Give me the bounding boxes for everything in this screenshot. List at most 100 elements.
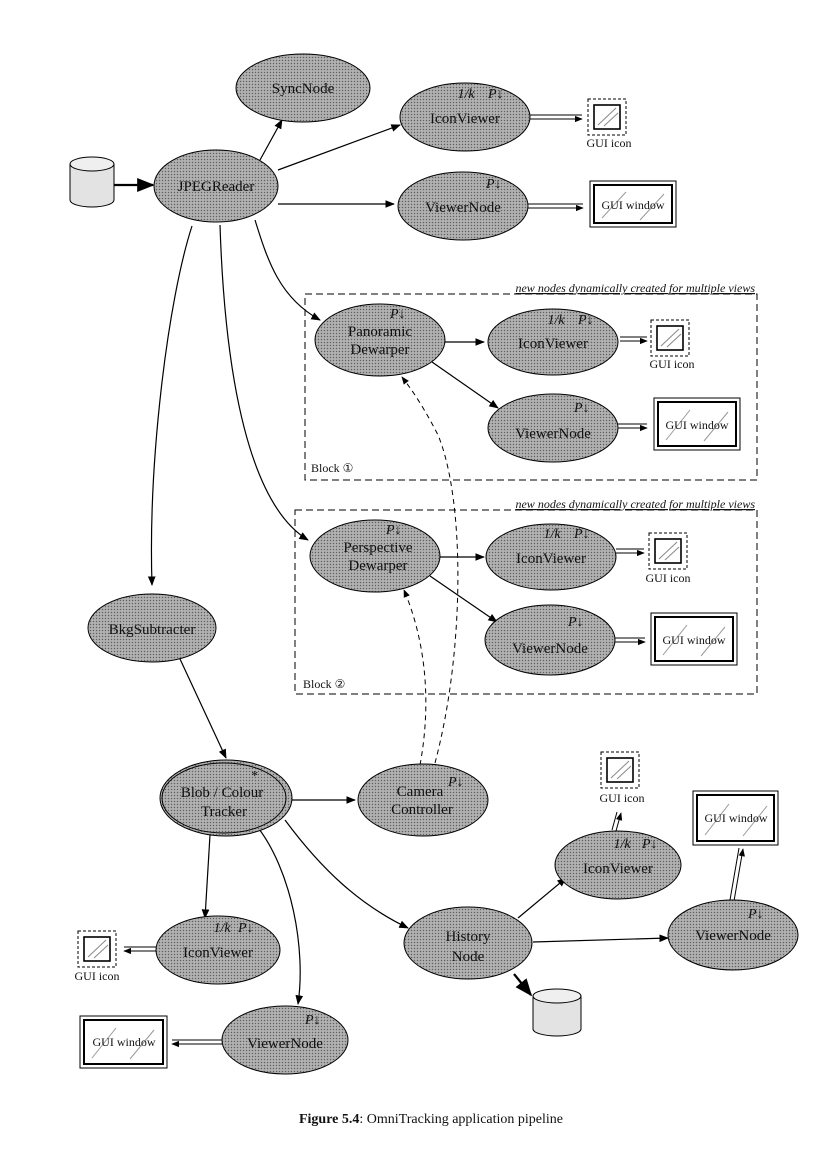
node-iconviewer-blob-label: IconViewer — [183, 945, 253, 961]
node-iconviewer-block2: IconViewer 1/k P↓ — [485, 523, 617, 591]
edge-blob-history — [284, 819, 409, 929]
connectors — [112, 119, 669, 1005]
node-iconviewer-block2-label: IconViewer — [516, 551, 586, 567]
node-perspective-label-2: Dewarper — [348, 558, 407, 574]
edge-jpegreader-syncnode — [259, 119, 283, 161]
database-history-icon — [532, 988, 582, 1037]
gui-window-block1-label: GUI window — [666, 418, 729, 432]
edge-camera-perspective — [403, 589, 427, 766]
node-iconviewer-top-pause: P↓ — [487, 87, 504, 102]
node-camera-pause: P↓ — [447, 775, 464, 790]
node-camera-controller: Camera Controller P↓ — [357, 763, 489, 837]
gui-icon-top: GUI icon — [587, 98, 632, 150]
node-iconviewer-block1-label: IconViewer — [518, 336, 588, 352]
node-iconviewer-blob-pause: P↓ — [237, 921, 254, 936]
node-history-label-1: History — [446, 929, 492, 945]
node-viewernode-blob: ViewerNode P↓ — [221, 1005, 349, 1075]
gui-window-top: GUI window — [589, 180, 677, 228]
node-viewernode-history: ViewerNode P↓ — [667, 899, 799, 971]
node-iconviewer-top-label: IconViewer — [430, 111, 500, 127]
gui-icon-blob: GUI icon — [75, 930, 120, 983]
node-camera-label-1: Camera — [397, 784, 444, 800]
gui-icon-block2-label: GUI icon — [646, 571, 691, 585]
node-history: History Node — [403, 906, 533, 980]
edge-jpegreader-perspective — [219, 224, 309, 541]
node-blob-colour-tracker: Blob / Colour Tracker * — [159, 759, 293, 837]
node-iconviewer-top-rate: 1/k — [457, 87, 475, 102]
node-camera-label-2: Controller — [391, 802, 453, 818]
node-iconviewer-block1-pause: P↓ — [577, 313, 594, 328]
node-panoramic-pause: P↓ — [389, 307, 406, 322]
gui-window-blob-label: GUI window — [93, 1035, 156, 1049]
block-2-title: Block ② — [303, 677, 345, 691]
node-panoramic-dewarper: Panoramic Dewarper P↓ — [314, 303, 446, 377]
node-iconviewer-history-pause: P↓ — [641, 837, 658, 852]
edge-jpegreader-bkgsubtracter — [147, 225, 193, 586]
edge-history-viewernode — [532, 934, 669, 943]
figure-caption-text: : OmniTracking application pipeline — [359, 1112, 563, 1127]
block-2-caption: new nodes dynamically created for multip… — [515, 497, 755, 511]
edge-jpegreader-panoramic — [254, 219, 321, 321]
node-syncnode: SyncNode — [235, 53, 371, 123]
block-1-boundary — [304, 293, 758, 481]
node-jpegreader-label: JPEGReader — [178, 179, 255, 195]
node-iconviewer-block2-rate: 1/k — [543, 527, 561, 542]
node-perspective-label-1: Perspective — [343, 540, 412, 556]
gui-icon-top-label: GUI icon — [587, 136, 632, 150]
node-iconviewer-top: IconViewer 1/k P↓ — [399, 82, 531, 152]
node-iconviewer-blob-rate: 1/k — [213, 921, 231, 936]
edge-panoramic-viewernode — [431, 361, 499, 409]
node-blob-star: * — [251, 769, 258, 784]
node-viewernode-history-pause: P↓ — [747, 907, 764, 922]
gui-icon-block1: GUI icon — [650, 319, 695, 371]
node-viewernode-top-label: ViewerNode — [425, 200, 501, 216]
edge-blob-iconviewer — [201, 834, 211, 919]
database-source-icon — [69, 156, 115, 208]
node-viewernode-block2-label: ViewerNode — [512, 641, 588, 657]
edge-jpegreader-iconviewer — [277, 124, 401, 171]
node-viewernode-block1-label: ViewerNode — [515, 426, 591, 442]
edge-perspective-viewernode — [429, 575, 498, 623]
gui-icon-block1-label: GUI icon — [650, 357, 695, 371]
node-viewernode-block1-pause: P↓ — [573, 401, 590, 416]
node-iconviewer-block1-rate: 1/k — [547, 313, 565, 328]
camera-feedback — [401, 376, 459, 766]
gui-window-block2-label: GUI window — [663, 633, 726, 647]
gui-icon-history: GUI icon — [600, 751, 645, 805]
node-viewernode-block1: ViewerNode P↓ — [487, 393, 619, 463]
node-iconviewer-history-label: IconViewer — [583, 861, 653, 877]
block-1-title: Block ① — [311, 461, 353, 475]
gui-icon-history-label: GUI icon — [600, 791, 645, 805]
node-viewernode-blob-label: ViewerNode — [247, 1036, 323, 1052]
node-syncnode-label: SyncNode — [272, 81, 335, 97]
node-viewernode-history-label: ViewerNode — [695, 928, 771, 944]
block-2-boundary — [294, 509, 758, 695]
node-blob-label-2: Tracker — [201, 804, 247, 820]
node-iconviewer-history: IconViewer 1/k P↓ — [554, 830, 682, 900]
edge-history-database — [513, 973, 533, 997]
edge-bkgsubtracter-blob — [179, 658, 227, 759]
edge-camera-panoramic — [401, 376, 459, 764]
node-perspective-pause: P↓ — [385, 523, 402, 538]
node-viewernode-top-pause: P↓ — [485, 177, 502, 192]
gui-icon-block2: GUI icon — [646, 532, 691, 585]
node-bkgsubtracter: BkgSubtracter — [87, 593, 217, 663]
node-perspective-dewarper: Perspective Dewarper P↓ — [309, 519, 441, 593]
node-panoramic-label-1: Panoramic — [348, 324, 412, 340]
gui-window-history-label: GUI window — [705, 811, 768, 825]
block-1-caption: new nodes dynamically created for multip… — [515, 281, 755, 295]
node-iconviewer-history-rate: 1/k — [613, 837, 631, 852]
figure-caption-label: Figure 5.4 — [299, 1112, 359, 1127]
node-iconviewer-blob: IconViewer 1/k P↓ — [155, 915, 281, 985]
node-history-label-2: Node — [452, 949, 485, 965]
node-viewernode-block2-pause: P↓ — [567, 615, 584, 630]
figure-caption: Figure 5.4: OmniTracking application pip… — [299, 1112, 563, 1127]
gui-links — [123, 114, 745, 1048]
node-blob-label-1: Blob / Colour — [181, 785, 264, 801]
gui-window-blob: GUI window — [79, 1015, 168, 1069]
gui-window-block2: GUI window — [650, 612, 738, 666]
node-bkgsubtracter-label: BkgSubtracter — [109, 622, 196, 638]
node-viewernode-block2: ViewerNode P↓ — [484, 604, 616, 676]
gui-window-history: GUI window — [692, 790, 779, 846]
